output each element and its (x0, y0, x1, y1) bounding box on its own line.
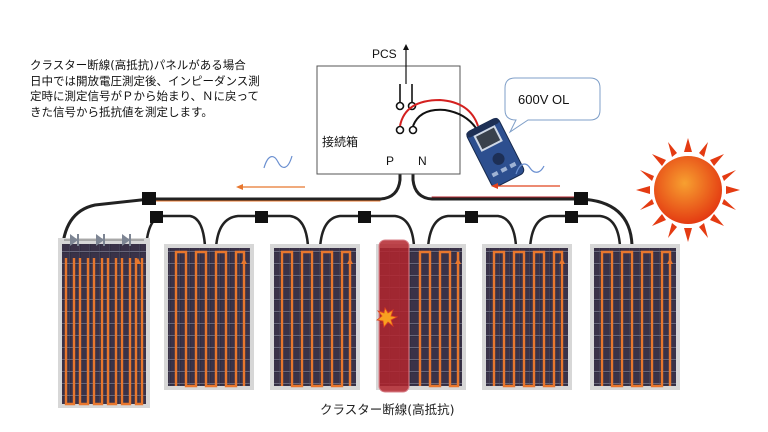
connector (565, 211, 578, 223)
fault-spark-icon (376, 306, 399, 328)
connector (142, 192, 156, 205)
connector (574, 192, 588, 205)
junction-box (316, 44, 481, 175)
terminal-n-label: N (418, 154, 427, 168)
terminal-p-label: P (386, 154, 394, 168)
current-direction-arrows (135, 258, 673, 264)
black-test-lead (412, 108, 481, 136)
meter-readout-text: 600V OL (518, 92, 569, 107)
panel-3 (270, 244, 360, 390)
red-test-lead (399, 98, 479, 127)
meter-readout-bubble (504, 77, 601, 134)
description-line: 定時に測定信号がＰから始まり、Ｎに戻って (30, 89, 259, 103)
signal-wave-icon (263, 155, 545, 175)
description-line: クラスター断線(高抵抗)パネルがある場合 (30, 58, 246, 72)
pcs-label: PCS (372, 47, 397, 61)
sun-icon (636, 138, 740, 242)
panel-1 (58, 234, 150, 408)
tester-icon (466, 117, 525, 188)
signal-arrows (236, 183, 560, 190)
connectors (142, 192, 588, 223)
description-line: 日中では開放電圧測定後、インピーダンス測 (30, 73, 260, 88)
description-text: クラスター断線(高抵抗)パネルがある場合 日中では開放電圧測定後、インピーダンス… (30, 58, 300, 120)
panel-5 (482, 244, 572, 390)
junction-box-label: 接続箱 (322, 134, 358, 149)
panel-2 (164, 244, 254, 390)
bypass-diode-icon (64, 234, 144, 246)
description-line: きた信号から抵抗値を測定します。 (30, 104, 213, 119)
fault-caption: クラスター断線(高抵抗) (320, 402, 455, 417)
connector (358, 211, 371, 223)
panel-4-fault (376, 239, 466, 393)
fault-cluster-overlay (378, 239, 410, 393)
connector (465, 211, 478, 223)
panel-6 (590, 244, 680, 390)
connector (255, 211, 268, 223)
connector (150, 211, 163, 223)
